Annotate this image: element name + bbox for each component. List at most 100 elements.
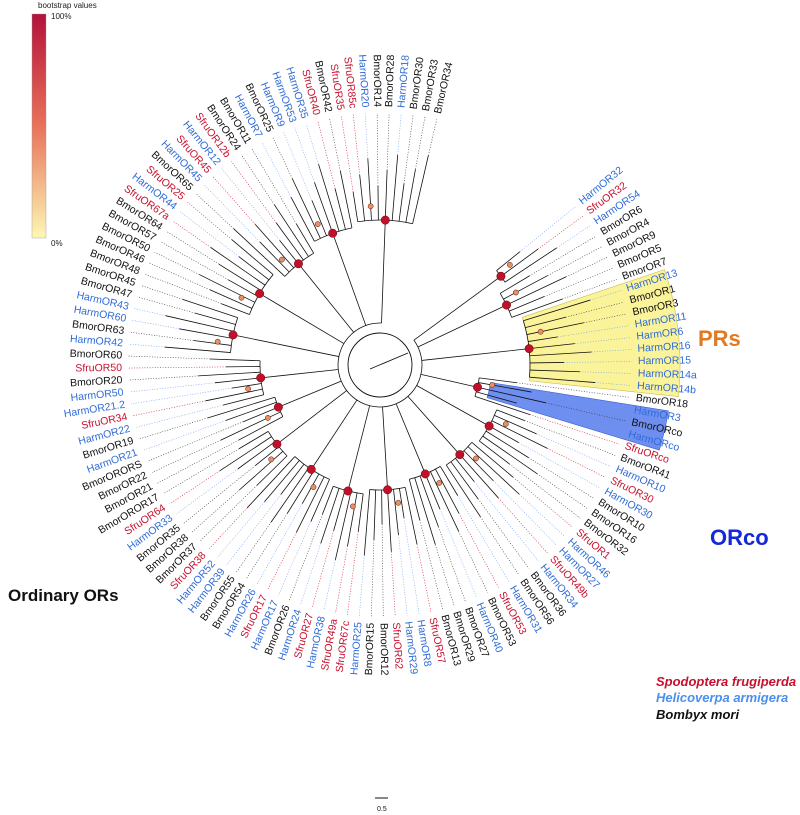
leaf-guide-line xyxy=(128,355,211,360)
leaf-guide-line xyxy=(531,391,629,410)
leaf-guide-line xyxy=(403,115,414,184)
leaf-guide-line xyxy=(595,382,632,386)
leaf-guide-line xyxy=(135,404,224,428)
leaf-guide-line xyxy=(241,154,275,205)
tree-branch xyxy=(286,470,315,514)
tree-branch xyxy=(280,463,305,495)
colorbar-max-label: 100% xyxy=(51,12,71,21)
bootstrap-node xyxy=(383,485,393,495)
leaf-guide-line xyxy=(341,115,354,193)
tree-branch xyxy=(225,401,277,421)
leaf-guide-line xyxy=(562,278,618,300)
bootstrap-node xyxy=(484,421,494,431)
tree-branch xyxy=(525,316,567,328)
tree-branch xyxy=(398,183,405,222)
bootstrap-nodes xyxy=(214,203,544,510)
tree-branch xyxy=(259,241,290,273)
tree-branch xyxy=(485,430,529,458)
leaf-guide-line xyxy=(519,206,577,252)
tree-branch xyxy=(274,204,309,257)
bootstrap-node xyxy=(306,464,316,474)
tree-branch xyxy=(420,373,461,384)
leaf-guide-line xyxy=(195,193,234,229)
tree-branch xyxy=(309,277,354,333)
leaf-guide-line xyxy=(458,513,499,588)
bootstrap-node xyxy=(310,484,317,490)
leaf-guide-line xyxy=(381,523,384,617)
leaf-guide-line xyxy=(509,463,581,519)
tree-branch xyxy=(301,473,320,504)
leaf-labels: HarmOR32SfruOR32HarmOR54BmorOR6BmorOR4Bm… xyxy=(63,54,697,676)
tree-branch xyxy=(205,388,263,402)
tree-branch xyxy=(246,456,296,509)
tree-branch xyxy=(424,473,441,510)
leaf-guide-line xyxy=(221,168,280,241)
tree-branch xyxy=(334,188,346,230)
tree-root-circle xyxy=(347,332,413,398)
tree-branch xyxy=(347,492,358,547)
leaf-guide-line xyxy=(157,439,239,484)
leaf-guide-line xyxy=(352,114,360,176)
bootstrap-node xyxy=(255,289,265,299)
leaf-guide-line xyxy=(208,507,248,550)
leaf-label: BmorOR12 xyxy=(378,623,391,676)
tree-branch xyxy=(274,302,345,344)
tree-branch xyxy=(387,489,392,552)
leaf-guide-line xyxy=(140,285,183,300)
bootstrap-node xyxy=(273,402,283,412)
leaf-guide-line xyxy=(458,531,488,593)
tree-branch xyxy=(491,420,548,449)
tree-branch xyxy=(503,275,548,300)
tree-branch xyxy=(455,458,475,482)
tree-branch xyxy=(509,296,545,312)
tree-branch xyxy=(239,451,284,491)
leaf-guide-line xyxy=(419,519,443,610)
leaf-guide-line xyxy=(251,148,297,225)
leaf-guide-line xyxy=(128,375,199,381)
leaf-guide-line xyxy=(519,494,565,537)
bootstrap-node xyxy=(279,256,285,263)
leaf-guide-line xyxy=(498,497,548,554)
leaf-guide-line xyxy=(294,127,315,183)
tree-branch xyxy=(210,358,261,362)
tree-branch xyxy=(412,155,429,224)
bootstrap-node xyxy=(473,455,479,462)
bootstrap-node xyxy=(265,415,271,421)
tree-branch xyxy=(496,409,525,422)
scale-bar-label: 0.5 xyxy=(377,806,387,813)
tree-branch xyxy=(278,369,339,377)
tree-branch xyxy=(238,431,269,450)
tree-branch xyxy=(238,416,284,441)
colorbar-gradient xyxy=(31,13,47,239)
leaf-guide-line xyxy=(529,235,597,277)
tree-branch xyxy=(322,486,334,515)
leaf-label: BmorOR60 xyxy=(69,348,122,362)
leaf-guide-line xyxy=(142,420,226,451)
tree-branch xyxy=(198,371,261,377)
tree-branch xyxy=(179,328,233,339)
leaf-guide-line xyxy=(277,521,312,596)
bootstrap-node xyxy=(214,338,221,345)
tree-branch xyxy=(506,276,567,306)
leaf-guide-line xyxy=(149,262,211,291)
tree-branch xyxy=(450,461,479,500)
tree-branch xyxy=(500,275,530,294)
leaf-guide-line xyxy=(144,273,222,304)
bootstrap-node xyxy=(272,439,282,449)
tree-branch xyxy=(250,338,339,357)
tree-branch xyxy=(290,196,315,242)
bootstrap-node xyxy=(524,344,534,354)
tree-branch xyxy=(529,351,592,357)
tree-branch xyxy=(476,391,517,404)
tree-branch xyxy=(395,403,419,458)
bootstrap-node xyxy=(489,382,496,388)
tree-branch xyxy=(405,169,416,223)
tree-branch xyxy=(290,390,347,434)
tree-branch xyxy=(222,394,264,406)
tree-branch xyxy=(417,312,491,348)
bootstrap-node xyxy=(507,262,513,268)
leaf-label: BmorOR14 xyxy=(371,54,384,107)
tree-branch xyxy=(311,200,327,236)
tree-branch xyxy=(238,256,270,281)
leaf-guide-line xyxy=(556,225,591,249)
